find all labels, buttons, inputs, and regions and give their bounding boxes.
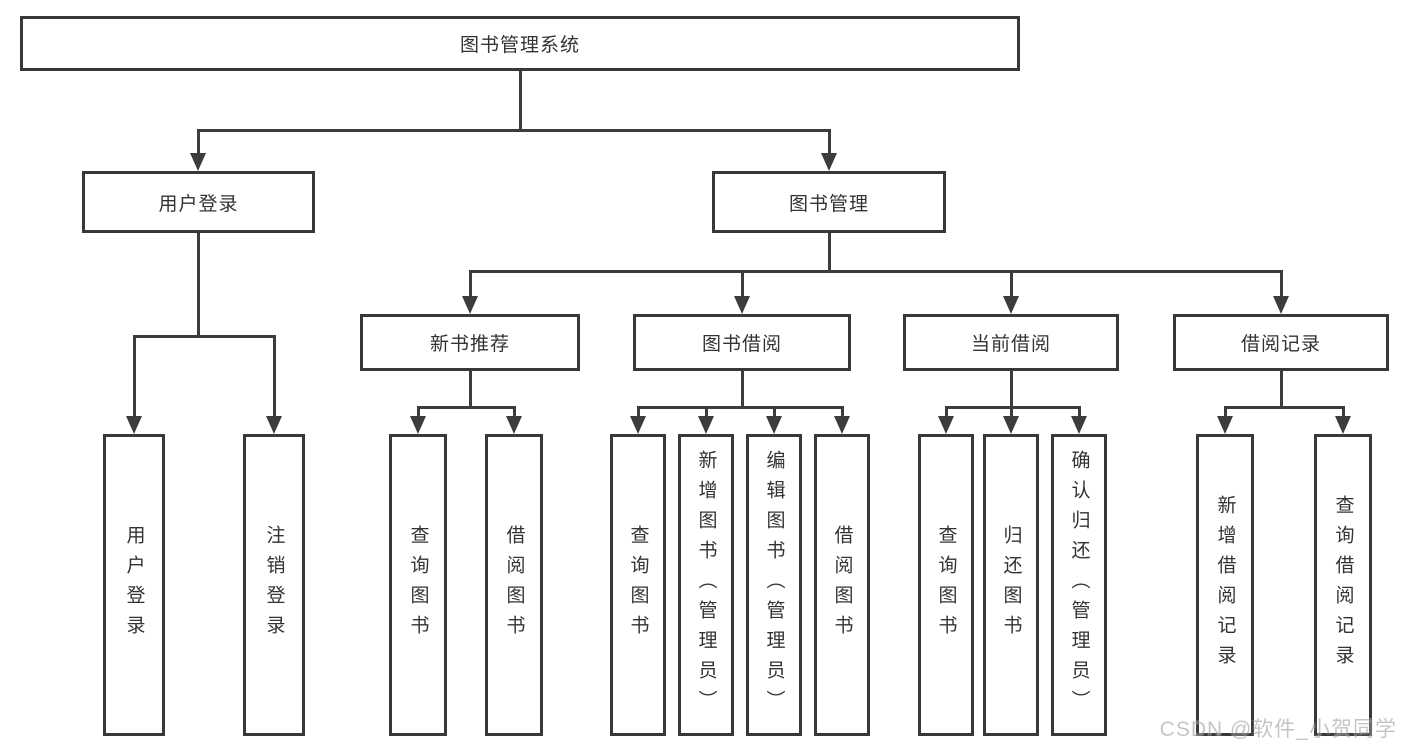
node-label: 新增图书（管理员）	[695, 450, 717, 720]
connector-book-mgmt-bar	[469, 270, 1283, 273]
arrow-down-icon	[126, 416, 142, 434]
arrow-down-icon	[266, 416, 282, 434]
arrow-down-icon	[821, 153, 837, 171]
leaf-nbr-query-book: 查询图书	[389, 434, 447, 736]
connector-drop	[773, 406, 776, 418]
node-label: 查询图书	[627, 525, 649, 645]
connector-drop-user-login	[197, 129, 200, 155]
node-label: 编辑图书（管理员）	[763, 450, 785, 720]
arrow-down-icon	[766, 416, 782, 434]
node-label: 借阅图书	[831, 525, 853, 645]
node-label: 查询图书	[407, 525, 429, 645]
node-label: 用户登录	[158, 193, 239, 215]
connector-cb-stem	[1010, 371, 1013, 408]
connector-bb-stem	[741, 371, 744, 408]
arrow-down-icon	[1003, 296, 1019, 314]
leaf-cb-query-book: 查询图书	[918, 434, 974, 736]
node-label: 归还图书	[1000, 525, 1022, 645]
connector-root-stem	[519, 71, 522, 131]
connector-drop-leaf-logout	[273, 335, 276, 418]
connector-user-login-bar	[133, 335, 275, 338]
csdn-watermark: CSDN @软件_小贺同学	[1159, 718, 1397, 741]
leaf-bb-borrow-book: 借阅图书	[814, 434, 870, 736]
node-label: 图书借阅	[701, 334, 782, 355]
connector-drop-current-borrow	[1010, 270, 1013, 298]
connector-drop-new-book	[469, 270, 472, 298]
node-book-management: 图书管理	[712, 171, 946, 233]
node-label: 注销登录	[263, 525, 285, 645]
node-label: 用户登录	[123, 525, 145, 645]
connector-drop	[513, 406, 516, 418]
connector-root-bar	[197, 129, 830, 132]
arrow-down-icon	[734, 296, 750, 314]
node-label: 新书推荐	[429, 334, 510, 355]
node-borrow-record: 借阅记录	[1173, 314, 1389, 371]
leaf-bb-edit-book-admin: 编辑图书（管理员）	[746, 434, 802, 736]
connector-drop	[705, 406, 708, 418]
connector-br-stem	[1280, 371, 1283, 408]
leaf-nbr-borrow-book: 借阅图书	[485, 434, 543, 736]
node-current-borrow: 当前借阅	[903, 314, 1119, 371]
leaf-user-login: 用户登录	[103, 434, 165, 736]
arrow-down-icon	[1335, 416, 1351, 434]
node-label: 图书管理系统	[459, 35, 580, 56]
connector-bb-bar	[637, 406, 843, 409]
node-label: 查询图书	[935, 525, 957, 645]
node-label: 借阅图书	[503, 525, 525, 645]
leaf-br-query-record: 查询借阅记录	[1314, 434, 1372, 736]
connector-drop	[1342, 406, 1345, 418]
arrow-down-icon	[698, 416, 714, 434]
leaf-bb-add-book-admin: 新增图书（管理员）	[678, 434, 734, 736]
connector-drop	[945, 406, 948, 418]
connector-drop	[1010, 406, 1013, 418]
arrow-down-icon	[938, 416, 954, 434]
node-book-borrow: 图书借阅	[633, 314, 851, 371]
node-label: 确认归还（管理员）	[1068, 450, 1090, 720]
arrow-down-icon	[1217, 416, 1233, 434]
arrow-down-icon	[506, 416, 522, 434]
node-new-book-recommend: 新书推荐	[360, 314, 580, 371]
connector-book-mgmt-stem	[828, 233, 831, 273]
node-library-management-system: 图书管理系统	[20, 16, 1020, 71]
arrow-down-icon	[834, 416, 850, 434]
leaf-cb-return-book: 归还图书	[983, 434, 1039, 736]
connector-user-login-stem	[197, 233, 200, 337]
arrow-down-icon	[1071, 416, 1087, 434]
connector-nbr-stem	[469, 371, 472, 408]
node-label: 当前借阅	[970, 334, 1051, 355]
arrow-down-icon	[1273, 296, 1289, 314]
leaf-cb-confirm-return-admin: 确认归还（管理员）	[1051, 434, 1107, 736]
arrow-down-icon	[462, 296, 478, 314]
leaf-br-add-record: 新增借阅记录	[1196, 434, 1254, 736]
connector-drop	[1224, 406, 1227, 418]
node-user-login: 用户登录	[82, 171, 315, 233]
connector-drop-leaf-user-login	[133, 335, 136, 418]
node-label: 新增借阅记录	[1214, 495, 1236, 675]
connector-drop-book-borrow	[741, 270, 744, 298]
leaf-logout-login: 注销登录	[243, 434, 305, 736]
arrow-down-icon	[190, 153, 206, 171]
connector-drop	[1078, 406, 1081, 418]
connector-drop-borrow-record	[1280, 270, 1283, 298]
connector-drop-book-management	[828, 129, 831, 155]
node-label: 查询借阅记录	[1332, 495, 1354, 675]
connector-drop	[841, 406, 844, 418]
node-label: 图书管理	[788, 193, 869, 215]
connector-drop	[417, 406, 420, 418]
arrow-down-icon	[1003, 416, 1019, 434]
leaf-bb-query-book: 查询图书	[610, 434, 666, 736]
arrow-down-icon	[630, 416, 646, 434]
arrow-down-icon	[410, 416, 426, 434]
connector-nbr-bar	[417, 406, 515, 409]
connector-br-bar	[1224, 406, 1344, 409]
node-label: 借阅记录	[1240, 334, 1321, 355]
connector-drop	[637, 406, 640, 418]
